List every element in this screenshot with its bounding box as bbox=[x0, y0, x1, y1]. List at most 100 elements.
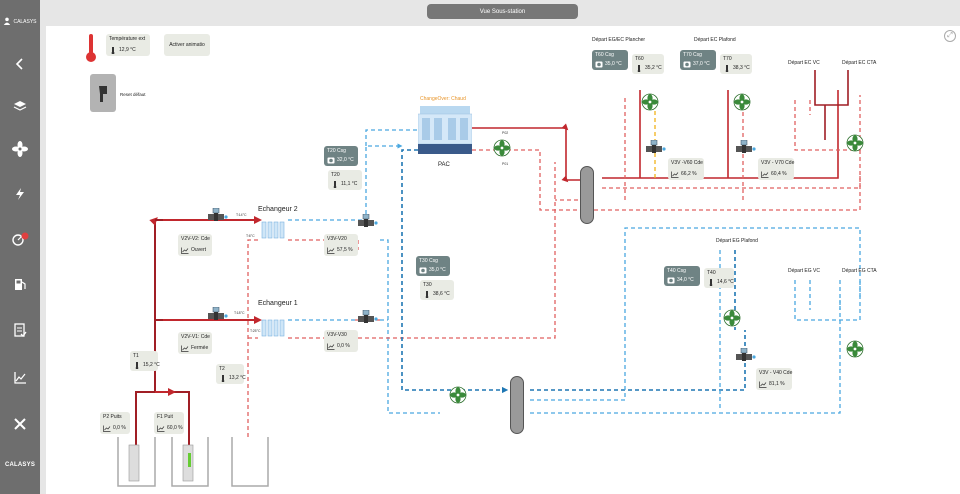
tools-button[interactable] bbox=[0, 410, 40, 438]
v3v-v60-valve[interactable] bbox=[644, 139, 666, 156]
expand-icon[interactable]: ⤢ bbox=[944, 30, 956, 42]
v2v-v2-value: Ouvert bbox=[191, 247, 207, 253]
v3v-v70-valve[interactable] bbox=[734, 139, 756, 156]
t70-csg-label: T70 Csg bbox=[683, 52, 702, 58]
v2v-v2-valve[interactable] bbox=[206, 207, 228, 224]
v3v-v40-value: 81,1 % bbox=[769, 381, 785, 387]
user-menu[interactable]: CALASYS bbox=[0, 12, 40, 32]
pump-icon[interactable] bbox=[723, 309, 741, 327]
reset-fault-button[interactable] bbox=[90, 74, 116, 112]
depart-ec-vc: Départ EC VC bbox=[788, 60, 820, 66]
depart-ec-cta: Départ EC CTA bbox=[842, 60, 877, 66]
view-title-button[interactable]: Vue Sous-station bbox=[427, 4, 578, 19]
p2-label: P2 Puits bbox=[103, 414, 122, 420]
animation-button-label: Activer animatio bbox=[169, 42, 205, 48]
exchanger-2[interactable] bbox=[260, 220, 288, 240]
pump-icon[interactable] bbox=[493, 139, 511, 157]
t2-value: 13,2 °C bbox=[229, 375, 246, 381]
v3v-v40-valve[interactable] bbox=[734, 347, 756, 364]
thermometer-small-icon bbox=[133, 362, 141, 370]
t60-csg-value: 35,0 °C bbox=[605, 61, 622, 67]
trend-icon bbox=[761, 171, 769, 178]
f1-label: F1 Puit bbox=[157, 414, 173, 420]
chevron-left-icon bbox=[15, 58, 23, 70]
v3v-v20-label: V3V-V20 bbox=[327, 236, 347, 242]
trend-icon bbox=[157, 425, 165, 432]
t30-label: T30 bbox=[423, 282, 432, 288]
pump-icon[interactable] bbox=[846, 340, 864, 358]
pump-icon[interactable] bbox=[449, 386, 467, 404]
charts-button[interactable] bbox=[0, 364, 40, 392]
pump-icon[interactable] bbox=[733, 93, 751, 111]
cold-separator[interactable] bbox=[510, 376, 524, 434]
fuel-icon bbox=[15, 279, 26, 290]
fuel-button[interactable] bbox=[0, 270, 40, 298]
setpoint-icon bbox=[667, 277, 675, 284]
trend-icon bbox=[181, 345, 189, 352]
t40-csg-card[interactable]: T40 Csg 34,0 °C bbox=[664, 266, 700, 286]
outdoor-temp-value: 12,9 °C bbox=[119, 47, 136, 53]
exchanger-1[interactable] bbox=[260, 318, 288, 338]
depart-ec-plafond: Départ EC Plafond bbox=[694, 37, 736, 43]
heat-pump-icon bbox=[417, 106, 473, 154]
depart-eg-ec-plancher: Départ EG/EC Plancher bbox=[592, 37, 646, 43]
depart-eg-plafond: Départ EG Plafond bbox=[716, 238, 758, 244]
v3v-v30-value: 0,0 % bbox=[337, 343, 350, 349]
animation-toggle-button[interactable]: Activer animatio bbox=[164, 34, 210, 56]
t20-csg-value: 32,0 °C bbox=[337, 157, 354, 163]
v3v-v60-value: 66,2 % bbox=[681, 171, 697, 177]
valve-actuator-icon bbox=[736, 139, 756, 153]
thermometer-small-icon bbox=[219, 375, 227, 383]
t20-value: 11,1 °C bbox=[341, 181, 358, 187]
t2-label: T2 bbox=[219, 366, 225, 372]
v2v-v2-label: V2V-V2: Cde bbox=[181, 236, 210, 242]
t30-value: 38,6 °C bbox=[433, 291, 450, 297]
pumps-layer bbox=[449, 93, 864, 404]
hot-separator[interactable] bbox=[580, 166, 594, 224]
t20-csg-label: T20 Csg bbox=[327, 148, 346, 154]
t40-csg-label: T40 Csg bbox=[667, 268, 686, 274]
checklist-button[interactable] bbox=[0, 316, 40, 344]
valve-actuator-icon bbox=[208, 207, 228, 221]
ventilation-button[interactable] bbox=[0, 135, 40, 163]
pac-mode-label: ChangeOver: Chaud bbox=[420, 96, 466, 102]
back-button[interactable] bbox=[0, 50, 40, 78]
v2v-v1-label: V2V-V1: Cde bbox=[181, 334, 210, 340]
chart-icon bbox=[14, 372, 26, 384]
layers-icon bbox=[13, 101, 27, 111]
pump-icon[interactable] bbox=[846, 134, 864, 152]
p2-value: 0,0 % bbox=[113, 425, 126, 431]
valve-actuator-icon bbox=[358, 213, 378, 227]
layers-button[interactable] bbox=[0, 92, 40, 120]
thermometer-small-icon bbox=[423, 291, 431, 299]
v3v-v20-valve[interactable] bbox=[356, 213, 378, 230]
v2v-v1-valve[interactable] bbox=[206, 306, 228, 323]
trend-icon bbox=[327, 343, 335, 350]
pump-icon[interactable] bbox=[641, 93, 659, 111]
trend-icon bbox=[181, 247, 189, 254]
synoptic-canvas: ⤢ bbox=[46, 26, 960, 494]
electricity-button[interactable] bbox=[0, 180, 40, 208]
v3v-v30-valve[interactable] bbox=[356, 309, 378, 326]
thermometer-icon bbox=[85, 32, 97, 64]
heat-pump-unit[interactable] bbox=[417, 106, 473, 156]
t2-card: T2 13,2 °C bbox=[216, 364, 246, 384]
setpoint-icon bbox=[595, 61, 603, 68]
alarm-button[interactable] bbox=[0, 225, 40, 253]
checklist-icon bbox=[14, 323, 27, 337]
valve-actuator-icon bbox=[208, 306, 228, 320]
t20-csg-card[interactable]: T20 Csg 32,0 °C bbox=[324, 146, 358, 166]
t40-csg-value: 34,0 °C bbox=[677, 277, 694, 283]
v3v-v20-value: 57,5 % bbox=[337, 247, 353, 253]
heat-exchanger-icon bbox=[261, 221, 285, 239]
